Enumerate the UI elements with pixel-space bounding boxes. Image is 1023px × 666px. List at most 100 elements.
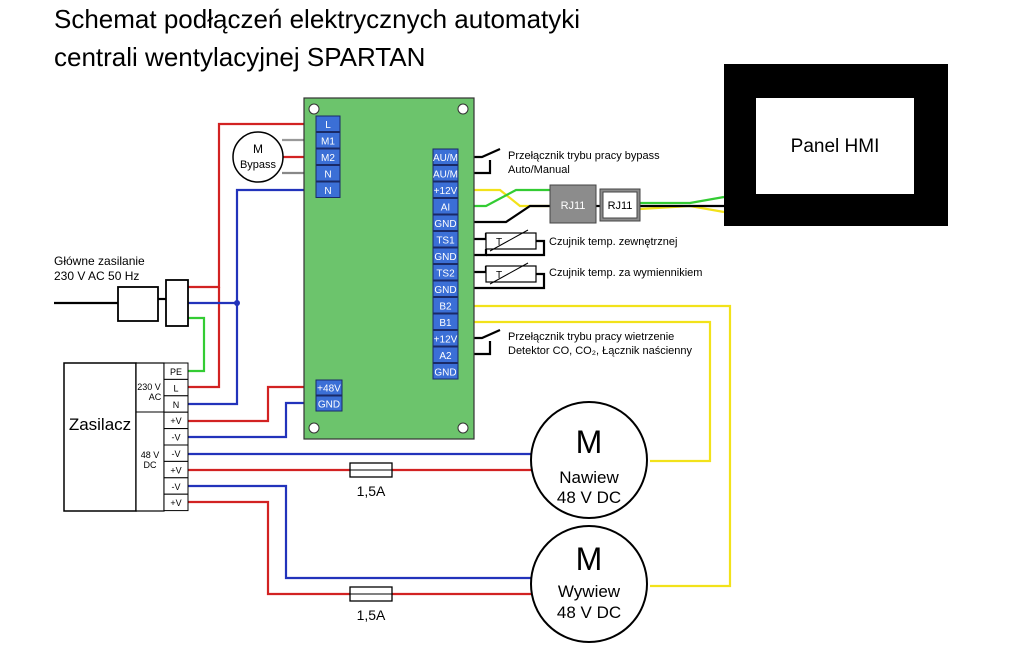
wire-TS2-return: [458, 272, 546, 290]
right-terminal-label: B1: [439, 318, 452, 329]
right-terminal: [432, 346, 459, 363]
wire-GND: [188, 401, 316, 439]
sensor-outdoor-label: Czujnik temp. zewnętrznej: [549, 236, 677, 248]
wire-wywiew-plus-a: [188, 500, 350, 596]
psu-terminal: [163, 493, 189, 512]
left-terminal-label: N: [324, 186, 331, 197]
right-terminal-label: GND: [434, 285, 456, 296]
right-terminal: [432, 181, 459, 198]
fuse-wywiew-label: 1,5A: [357, 607, 386, 623]
rj11-left-label: RJ11: [561, 200, 586, 212]
right-terminal-label: +12V: [434, 186, 458, 197]
mount-hole-tl: [308, 103, 320, 115]
psu-terminal-label: +V: [170, 465, 181, 475]
psu-dc-label-1: 48 V: [141, 450, 160, 460]
vent-switch-label-1: Przełącznik trybu pracy wietrzenie: [508, 331, 674, 343]
power-terminal: [315, 395, 343, 412]
temp-sensor-exchanger: T: [485, 262, 537, 285]
temp-sensor-outdoor: T: [485, 229, 537, 252]
psu-label-column: [135, 362, 165, 512]
right-terminal-label: AU/M: [433, 169, 458, 180]
mount-hole-tr: [457, 103, 469, 115]
psu-terminal-label: -V: [172, 482, 181, 492]
wire-psu-N: [188, 303, 239, 406]
mains-label-1: Główne zasilanie: [54, 254, 145, 268]
sensor-outdoor-body: [485, 232, 537, 250]
power-terminal-label: +48V: [317, 384, 341, 395]
right-terminal-label: TS2: [436, 268, 455, 279]
motor-nawiew-rating: 48 V DC: [557, 488, 621, 507]
right-terminal: [432, 363, 459, 380]
right-terminal-label: TS1: [436, 235, 455, 246]
wire-B2: [458, 304, 732, 588]
psu-terminal-label: PE: [170, 367, 182, 377]
right-terminal: [432, 264, 459, 281]
right-terminal-label: GND: [434, 367, 456, 378]
rj11-right-inner: [602, 191, 638, 219]
wire-wywiew-minus: [188, 484, 534, 580]
wire-psu-L: [188, 287, 221, 389]
bypass-motor-circle: [232, 131, 284, 183]
bypass-motor-symbol: M: [253, 142, 263, 156]
right-terminal-label: +12V: [434, 334, 458, 345]
psu-terminal-label: L: [173, 383, 178, 393]
fuse-nawiew-label: 1,5A: [357, 483, 386, 499]
left-terminal-label: L: [325, 120, 331, 131]
power-terminal-block: +48V GND: [315, 379, 343, 412]
mains-plug: [117, 286, 159, 322]
psu-terminal-label: N: [173, 400, 180, 410]
sensor-outdoor-slash: [489, 229, 529, 252]
wire-hmi-green: [640, 195, 725, 205]
sensor-exchanger-label: Czujnik temp. za wymiennikiem: [549, 267, 702, 279]
motor-wywiew-name: Wywiew: [558, 582, 621, 601]
right-terminal: [432, 313, 459, 330]
motor-wywiew: M Wywiew 48 V DC: [530, 525, 648, 643]
right-terminal: [432, 297, 459, 314]
psu-terminal-label: +V: [170, 498, 181, 508]
psu-dc-label-2: DC: [144, 460, 157, 470]
power-terminal-label: GND: [318, 400, 340, 411]
motor-nawiew-name: Nawiew: [559, 468, 619, 487]
mount-hole-br: [457, 422, 469, 434]
right-terminal: [432, 280, 459, 297]
junction-N: [234, 300, 240, 306]
left-terminal: [315, 115, 341, 132]
right-terminal-label: GND: [434, 252, 456, 263]
left-terminal-label: M1: [321, 136, 335, 147]
sensor-exchanger-slash: [489, 262, 529, 285]
left-terminal: [315, 181, 341, 198]
right-terminal-label: A2: [439, 351, 452, 362]
wire-mains-N: [188, 188, 316, 305]
hmi-screen: [756, 98, 914, 194]
right-terminal: [432, 247, 459, 264]
right-terminal-block: AU/MAU/M+12VAIGNDTS1GNDTS2GNDB2B1+12VA2G…: [432, 148, 459, 380]
left-terminal-label: N: [324, 169, 331, 180]
left-terminal-label: M2: [321, 153, 335, 164]
hmi-label: Panel HMI: [791, 136, 880, 157]
right-terminal-label: AI: [441, 202, 450, 213]
bypass-switch-label-2: Auto/Manual: [508, 164, 570, 176]
left-terminal: [315, 148, 341, 165]
diagram-title-line1: Schemat podłączeń elektrycznych automaty…: [54, 4, 580, 34]
right-terminal: [432, 198, 459, 215]
fuse-wywiew: 1,5A: [349, 586, 393, 623]
psu-label: Zasilacz: [69, 415, 131, 434]
right-terminal-label: AU/M: [433, 153, 458, 164]
right-terminal: [432, 214, 459, 231]
bypass-switch-label-1: Przełącznik trybu pracy bypass: [508, 150, 660, 162]
psu-ac-label-1: 230 V: [137, 382, 161, 392]
sensor-exchanger-symbol: T: [496, 270, 502, 281]
bypass-motor-label: Bypass: [240, 159, 277, 171]
power-supply: Zasilacz 230 V AC 48 V DC PELN+V-V-V+V-V…: [63, 362, 189, 512]
psu-ac-label-2: AC: [149, 392, 162, 402]
mount-hole-bl: [308, 422, 320, 434]
wire-B1: [458, 320, 712, 463]
vent-switch-label-2: Detektor CO, CO₂, Łącznik naścienny: [508, 345, 693, 357]
motor-wywiew-circle: [530, 525, 648, 643]
mains-socket: [165, 279, 189, 327]
psu-terminal-label: -V: [172, 433, 181, 443]
wire-mains-L: [188, 122, 316, 289]
